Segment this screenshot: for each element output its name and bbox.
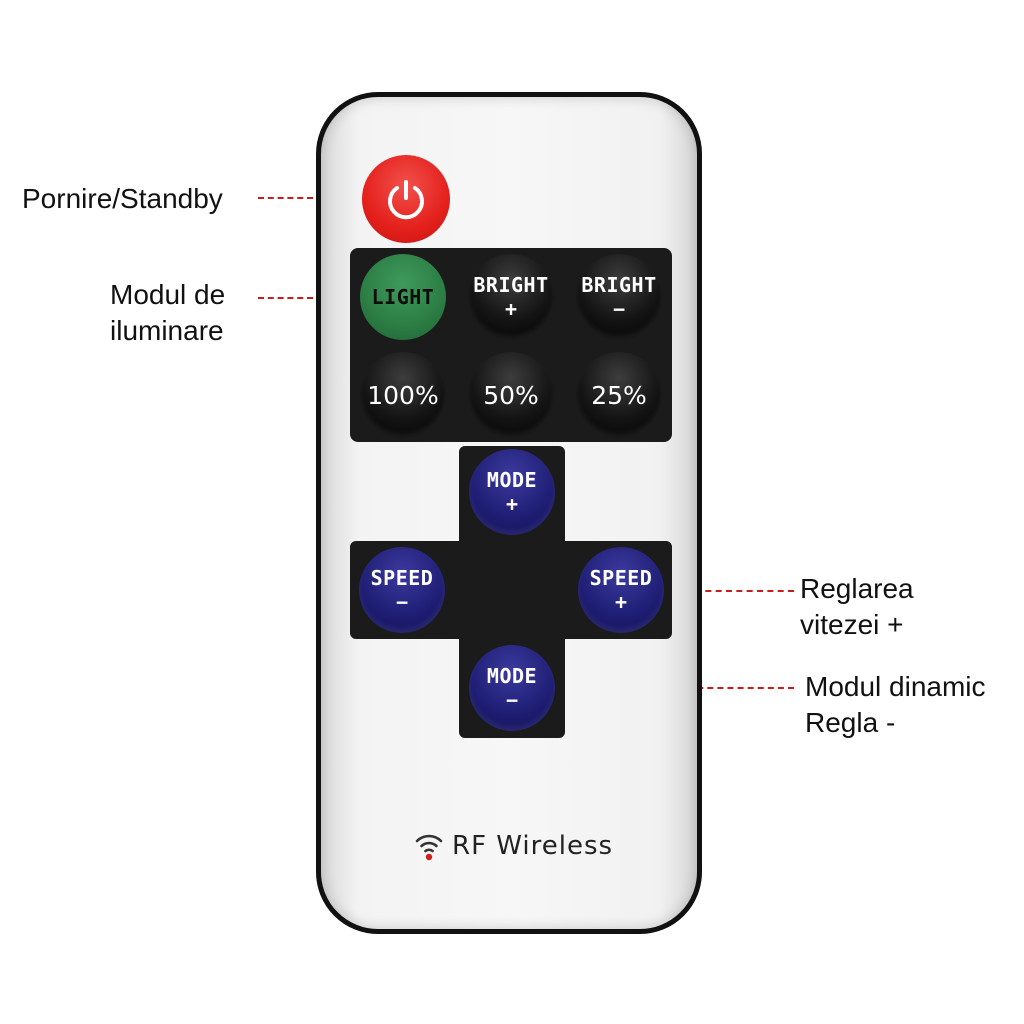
bright-up-label: BRIGHT bbox=[473, 273, 549, 297]
callout-mode-line1: Modul dinamic bbox=[805, 671, 986, 702]
brightness-50-label: 50% bbox=[483, 380, 539, 410]
speed-down-label: SPEED bbox=[370, 566, 434, 590]
brightness-25-label: 25% bbox=[591, 380, 647, 410]
mode-up-label: MODE bbox=[486, 468, 538, 492]
brightness-100-button[interactable]: 100% bbox=[360, 352, 446, 438]
callout-mode: Modul dinamic Regla - bbox=[805, 669, 986, 741]
speed-up-sign: + bbox=[614, 590, 628, 614]
light-button[interactable]: LIGHT bbox=[360, 254, 446, 340]
bright-up-sign: + bbox=[504, 297, 518, 321]
speed-up-button[interactable]: SPEED + bbox=[578, 547, 664, 633]
callout-power: Pornire/Standby bbox=[22, 181, 223, 217]
speed-down-button[interactable]: SPEED − bbox=[359, 547, 445, 633]
callout-light-line1: Modul de bbox=[110, 279, 226, 310]
rf-wireless-label: RF Wireless bbox=[452, 831, 614, 861]
wireless-icon bbox=[415, 834, 443, 861]
remote-body bbox=[316, 92, 702, 934]
leader-line-light bbox=[258, 297, 362, 299]
brightness-25-button[interactable]: 25% bbox=[576, 352, 662, 438]
callout-mode-line2: Regla - bbox=[805, 707, 896, 738]
leader-line-speed bbox=[664, 590, 794, 592]
brightness-50-button[interactable]: 50% bbox=[468, 352, 554, 438]
power-button[interactable] bbox=[362, 155, 450, 243]
bright-down-sign: − bbox=[612, 297, 626, 321]
power-icon bbox=[388, 180, 424, 220]
light-button-label: LIGHT bbox=[371, 285, 435, 309]
callout-speed-line2: vitezei + bbox=[800, 609, 904, 640]
mode-down-sign: − bbox=[505, 688, 519, 712]
bright-down-label: BRIGHT bbox=[581, 273, 657, 297]
mode-up-button[interactable]: MODE + bbox=[469, 449, 555, 535]
callout-speed-line1: Reglarea bbox=[800, 573, 914, 604]
bright-up-button[interactable]: BRIGHT + bbox=[468, 254, 554, 340]
bright-down-button[interactable]: BRIGHT − bbox=[576, 254, 662, 340]
callout-power-label: Pornire/Standby bbox=[22, 183, 223, 214]
mode-up-sign: + bbox=[505, 492, 519, 516]
rf-wireless-badge: RF Wireless bbox=[414, 828, 613, 864]
speed-down-sign: − bbox=[395, 590, 409, 614]
brightness-100-label: 100% bbox=[367, 380, 439, 410]
callout-light-line2: iluminare bbox=[110, 315, 224, 346]
mode-down-label: MODE bbox=[486, 664, 538, 688]
callout-speed: Reglarea vitezei + bbox=[800, 571, 914, 643]
callout-light-mode: Modul de iluminare bbox=[110, 277, 225, 349]
speed-up-label: SPEED bbox=[589, 566, 653, 590]
leader-line-power bbox=[258, 197, 362, 199]
mode-down-button[interactable]: MODE − bbox=[469, 645, 555, 731]
